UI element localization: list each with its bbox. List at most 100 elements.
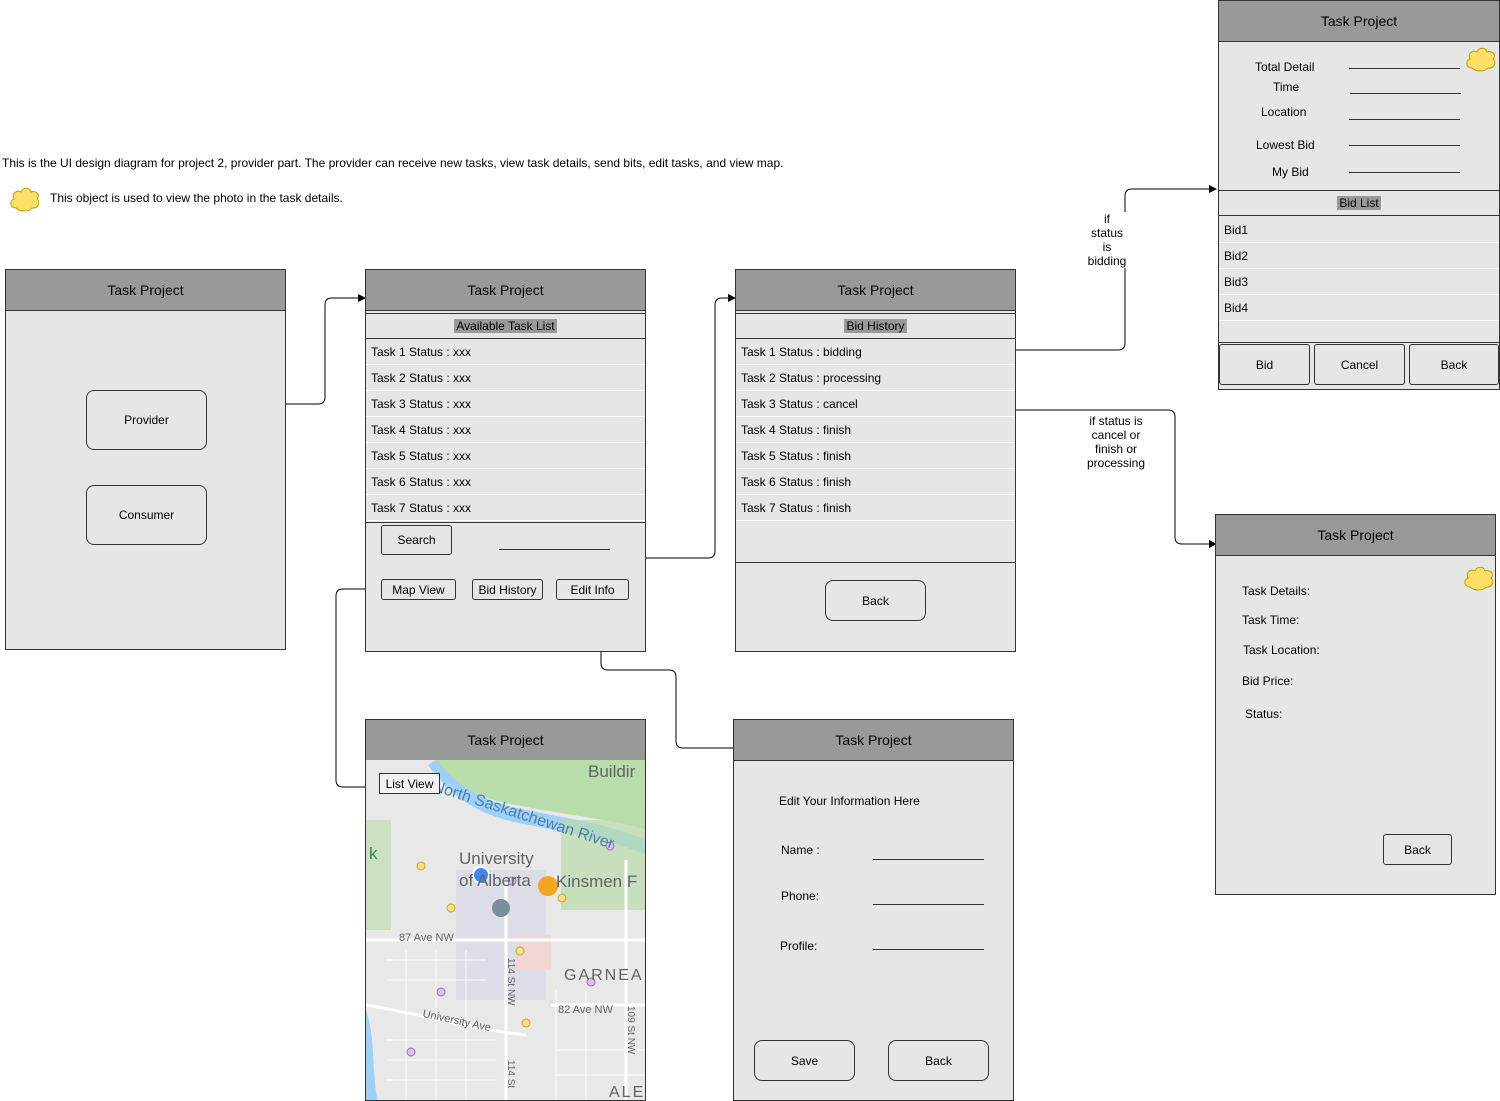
screen-title: Task Project (366, 270, 645, 311)
task-detail-screen: Task Project Task Details: Task Time: Ta… (1215, 514, 1496, 895)
phone-input[interactable] (873, 904, 984, 905)
bidding-arrow (1009, 185, 1217, 354)
task-row[interactable]: Task 3 Status : xxx (366, 391, 645, 417)
my-bid-label: My Bid (1272, 165, 1309, 179)
task-list-screen: Task Project Available Task List Task 1 … (365, 269, 646, 652)
condition-other: if status is cancel or finish or process… (1078, 414, 1154, 470)
history-row[interactable]: Task 7 Status : finish (736, 495, 1015, 521)
map-label-82-ave: 82 Ave NW (558, 1004, 613, 1016)
map-label-87-ave: 87 Ave NW (399, 932, 454, 944)
editinfo-arrow (597, 600, 740, 752)
profile-label: Profile: (780, 939, 818, 953)
divider (366, 522, 645, 523)
task-row[interactable]: Task 1 Status : xxx (366, 339, 645, 365)
bid-history-button[interactable]: Bid History (472, 579, 543, 600)
cancel-button[interactable]: Cancel (1314, 344, 1405, 385)
consumer-button[interactable]: Consumer (86, 485, 207, 545)
screen-title: Task Project (1216, 515, 1495, 556)
task-row[interactable]: Task 2 Status : xxx (366, 365, 645, 391)
history-row[interactable]: Task 2 Status : processing (736, 365, 1015, 391)
diagram-description: This is the UI design diagram for projec… (2, 156, 784, 170)
task-location-label: Task Location: (1243, 643, 1320, 657)
map-label-109-st: 109 St NW (625, 1006, 636, 1055)
name-input[interactable] (873, 859, 984, 860)
map-label-alb: ALE (609, 1084, 645, 1100)
bid-history-screen: Task Project Bid History Task 1 Status :… (735, 269, 1016, 652)
photo-cloud-icon[interactable] (1462, 563, 1496, 593)
bid-row: Bid4 (1219, 295, 1499, 321)
map-label-114-st-b: 114 St (505, 1060, 516, 1089)
task-row[interactable]: Task 5 Status : xxx (366, 443, 645, 469)
photo-cloud-icon (10, 187, 40, 212)
back-button[interactable]: Back (1383, 834, 1452, 865)
map-view-button[interactable]: Map View (381, 579, 456, 600)
bid-list-title: Bid List (1219, 190, 1499, 216)
lowest-bid-label: Lowest Bid (1256, 138, 1315, 152)
details-arrow (1009, 406, 1217, 548)
status-label: Status: (1245, 707, 1283, 721)
task-row[interactable]: Task 6 Status : xxx (366, 469, 645, 495)
edit-heading: Edit Your Information Here (779, 794, 920, 808)
map-label-k: k (369, 844, 378, 863)
map-label-garneau: GARNEA (564, 967, 644, 984)
task-time-label: Task Time: (1242, 613, 1300, 627)
bid-row: Bid1 (1219, 217, 1499, 243)
bidding-screen: Task Project Total Detail Time Location … (1218, 0, 1500, 390)
provider-button[interactable]: Provider (86, 390, 207, 450)
bid-history-title: Bid History (736, 313, 1015, 339)
name-label: Name : (781, 843, 820, 857)
map-view[interactable]: North Saskatchewan River Buildir Univers… (366, 760, 645, 1100)
screen-title: Task Project (734, 720, 1013, 761)
search-input[interactable] (499, 549, 610, 550)
bid-button[interactable]: Bid (1219, 344, 1310, 385)
back-button[interactable]: Back (1409, 344, 1499, 385)
map-label-university-2: of Alberta (459, 871, 531, 890)
task-row[interactable]: Task 7 Status : xxx (366, 495, 645, 521)
time-label: Time (1273, 80, 1300, 94)
screen-title: Task Project (1219, 1, 1499, 42)
location-label: Location (1261, 105, 1307, 119)
photo-cloud-icon[interactable] (1464, 44, 1498, 74)
map-label-kinsmen: Kinsmen F (556, 872, 638, 891)
screen-title: Task Project (6, 270, 285, 311)
provider-to-tasklist-arrow (206, 294, 366, 405)
history-row[interactable]: Task 3 Status : cancel (736, 391, 1015, 417)
task-list-title: Available Task List (366, 313, 645, 339)
divider (736, 562, 1015, 563)
task-row[interactable]: Task 4 Status : xxx (366, 417, 645, 443)
bid-price-label: Bid Price: (1242, 674, 1294, 688)
save-button[interactable]: Save (754, 1040, 855, 1081)
total-detail-label: Total Detail (1255, 60, 1315, 74)
profile-input[interactable] (873, 949, 984, 950)
map-screen: Task Project (365, 719, 646, 1101)
mapview-arrow (335, 588, 381, 791)
legend-text: This object is used to view the photo in… (50, 191, 343, 205)
total-detail-value (1349, 68, 1460, 69)
screen-title: Task Project (366, 720, 645, 761)
edit-info-screen: Task Project Edit Your Information Here … (733, 719, 1014, 1101)
divider (1219, 342, 1499, 343)
map-label-university: University (459, 849, 534, 868)
map-label-building: Buildir (588, 762, 636, 781)
bid-row: Bid3 (1219, 269, 1499, 295)
edit-info-button[interactable]: Edit Info (556, 579, 629, 600)
history-row[interactable]: Task 6 Status : finish (736, 469, 1015, 495)
condition-bidding: if status is bidding (1083, 212, 1131, 268)
back-button[interactable]: Back (825, 580, 926, 621)
history-row[interactable]: Task 5 Status : finish (736, 443, 1015, 469)
search-button[interactable]: Search (381, 525, 452, 555)
role-select-screen: Task Project Provider Consumer (5, 269, 286, 650)
my-bid-input[interactable] (1349, 172, 1460, 173)
list-view-button[interactable]: List View (379, 773, 440, 794)
location-value (1349, 119, 1460, 120)
task-details-label: Task Details: (1242, 584, 1311, 598)
map-graphic (366, 760, 645, 1100)
time-value (1350, 93, 1461, 94)
history-row[interactable]: Task 4 Status : finish (736, 417, 1015, 443)
map-label-114-st: 114 St NW (505, 958, 516, 1006)
history-row[interactable]: Task 1 Status : bidding (736, 339, 1015, 365)
screen-title: Task Project (736, 270, 1015, 311)
bid-row: Bid2 (1219, 243, 1499, 269)
back-button[interactable]: Back (888, 1040, 989, 1081)
